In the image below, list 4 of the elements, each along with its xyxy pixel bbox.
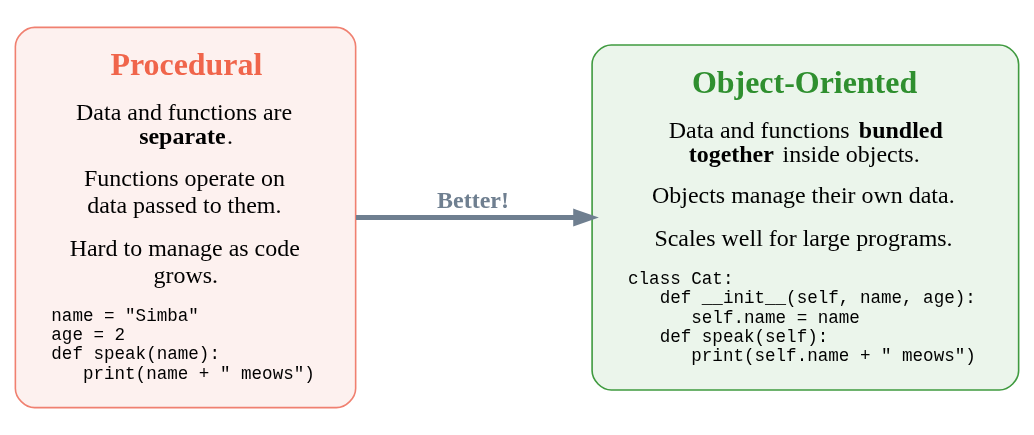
arrow	[356, 208, 599, 227]
node-box: Object-Oriented Data and functions bundled together inside objects. Objects manage their own data. Scales well for large programs. class Cat: def __init__(self, name, age): self.name = name def speak(self): print(self.name + " meows")	[591, 44, 1020, 391]
node-box: Procedural Data and functions are separate. Functions operate on data passed to them. Hard to manage as code grows. name = "Simba" age = 2 def speak(name): print(name + " meows")	[14, 26, 357, 409]
edge-label: Better!	[437, 186, 509, 213]
